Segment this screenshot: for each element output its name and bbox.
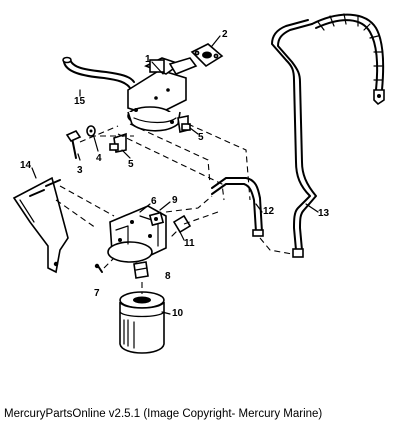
callout-3: 3	[77, 165, 83, 176]
image-caption: MercuryPartsOnline v2.5.1 (Image Copyrig…	[4, 408, 323, 420]
callout-2: 2	[222, 29, 228, 40]
callout-13: 13	[318, 208, 330, 219]
part-13-fuel-line	[271, 13, 385, 258]
callout-1: 1	[145, 54, 151, 65]
part-10-filter	[119, 291, 165, 354]
part-9-plug	[148, 211, 165, 227]
part-11-fitting	[171, 214, 192, 237]
part-5-fitting-b	[177, 115, 191, 133]
part-14-bracket	[12, 176, 69, 274]
part-15-fuel-hose	[62, 56, 135, 89]
callout-5b: 5	[198, 132, 204, 143]
callout-8: 8	[165, 271, 171, 282]
callout-15: 15	[74, 96, 86, 107]
callout-9: 9	[172, 195, 178, 206]
callout-14: 14	[20, 160, 32, 171]
part-8-nipple	[133, 261, 149, 279]
callout-4: 4	[96, 153, 102, 164]
part-7-screw	[94, 263, 103, 273]
callout-11: 11	[184, 238, 195, 249]
callout-10: 10	[172, 308, 184, 319]
callout-12: 12	[263, 206, 275, 217]
callout-7: 7	[94, 288, 100, 299]
part-4-washer	[86, 125, 96, 137]
part-3-bolt	[65, 129, 82, 159]
callout-leader-lines	[31, 35, 319, 315]
part-1-fuel-pump	[127, 57, 198, 132]
part-2-gasket	[190, 43, 224, 68]
callout-5a: 5	[128, 159, 134, 170]
part-12-fuel-line	[211, 177, 264, 237]
callout-6: 6	[151, 196, 157, 207]
part-5-fitting-a	[109, 132, 127, 153]
assembly-dashed-lines	[55, 123, 293, 294]
fuel-system-exploded-diagram: 1 2 3 4 5 5 6 7 8 9 10 11 12 13 14 15	[12, 13, 385, 354]
